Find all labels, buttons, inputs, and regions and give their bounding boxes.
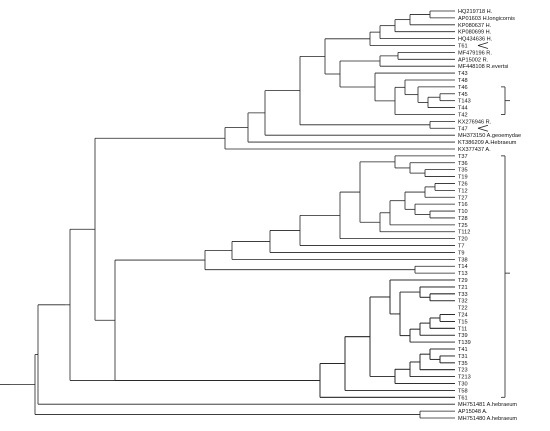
taxon-label: T12: [458, 188, 468, 194]
taxon-label: T24: [458, 313, 468, 319]
taxon-label: T31: [458, 354, 468, 360]
taxon-label: T38: [458, 257, 468, 263]
taxon-label: T25: [458, 223, 468, 229]
taxon-label: T33: [458, 292, 468, 298]
taxon-label: KX276946 R.: [458, 119, 492, 125]
taxon-label: T27: [458, 195, 468, 201]
taxon-label: T47: [458, 126, 468, 132]
taxon-label: MH373150 A.geoemydae: [458, 133, 521, 139]
taxon-label: T10: [458, 209, 468, 215]
taxon-label: T58: [458, 388, 468, 394]
taxon-label: T29: [458, 278, 468, 284]
taxon-label: T39: [458, 333, 468, 339]
taxon-label: KX377437 A.: [458, 147, 491, 153]
taxon-label: AP01603 H.longicornis: [458, 16, 515, 22]
taxon-label: T45: [458, 92, 468, 98]
taxon-labels: HQ219718 H.AP01603 H.longicornisKP080637…: [458, 9, 521, 422]
taxon-label: KP080637 H.: [458, 23, 492, 29]
taxon-label: T112: [458, 230, 470, 236]
taxon-label: T30: [458, 382, 468, 388]
taxon-label: T14: [458, 264, 468, 270]
taxon-label: AP15048 A.: [458, 409, 488, 415]
clade-brackets: [477, 42, 510, 398]
taxon-label: MF448108 R.evertsi: [458, 64, 508, 70]
taxon-label: MH751481 A.hebraeum: [458, 402, 517, 408]
taxon-label: T22: [458, 306, 468, 312]
taxon-label: T35: [458, 361, 468, 367]
taxon-label: AP15002 R.: [458, 57, 489, 63]
taxon-label: T46: [458, 85, 468, 91]
taxon-label: MF479196 R.: [458, 50, 492, 56]
taxon-label: KP080699 H.: [458, 30, 492, 36]
arrow-icon: [477, 124, 489, 129]
taxon-label: T41: [458, 347, 468, 353]
taxon-label: T13: [458, 271, 468, 277]
taxon-label: T44: [458, 106, 468, 112]
taxon-label: T16: [458, 202, 468, 208]
taxon-label: T36: [458, 161, 468, 167]
taxon-label: T37: [458, 154, 468, 160]
taxon-label: T139: [458, 340, 471, 346]
taxon-label: KT386209 A.Hebraeum: [458, 140, 517, 146]
taxon-label: T23: [458, 368, 468, 374]
taxon-label: T21: [458, 285, 468, 291]
taxon-label: T7: [458, 244, 465, 250]
taxon-label: T19: [458, 175, 468, 181]
taxon-label: HQ434636 H.: [458, 37, 493, 43]
taxon-label: T42: [458, 112, 468, 118]
taxon-label: T43: [458, 71, 468, 77]
taxon-label: T48: [458, 78, 468, 84]
tree-branches: [0, 10, 455, 419]
taxon-label: T26: [458, 181, 468, 187]
taxon-label: T143: [458, 99, 471, 105]
arrow-icon: [477, 42, 489, 46]
taxon-label: T9: [458, 250, 465, 256]
taxon-label: HQ219718 H.: [458, 9, 493, 15]
arrow-icon: [477, 127, 489, 132]
taxon-label: T15: [458, 319, 468, 325]
taxon-label: T35: [458, 168, 468, 174]
arrow-icon: [477, 45, 489, 49]
taxon-label: T11: [458, 326, 467, 332]
taxon-label: T28: [458, 216, 468, 222]
taxon-label: T32: [458, 299, 468, 305]
taxon-label: T213: [458, 375, 471, 381]
taxon-label: T20: [458, 237, 468, 243]
taxon-label: MH751480 A.hebraeum: [458, 416, 517, 422]
taxon-label: T61: [458, 395, 468, 401]
taxon-label: T61: [458, 43, 468, 49]
